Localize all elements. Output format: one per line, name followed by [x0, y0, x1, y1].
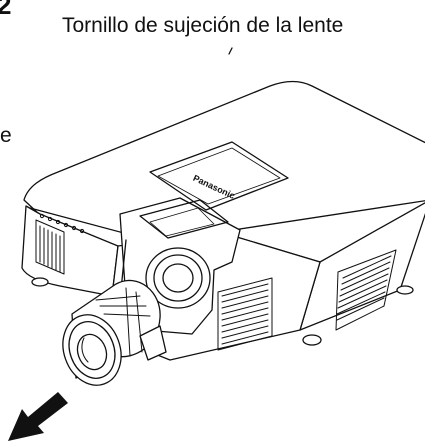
- lens-cover-plate: Panasonic: [149, 141, 289, 211]
- front-vent-right: [217, 277, 273, 351]
- removal-arrow: [8, 392, 68, 441]
- indicator-leds: [39, 213, 85, 234]
- lens-screw-caption: Tornillo de sujeción de la lente: [62, 14, 344, 37]
- side-vent: [335, 249, 397, 331]
- front-vent-left: [35, 219, 65, 275]
- lens-unit: [62, 279, 167, 386]
- caption-leader-line: [228, 47, 233, 55]
- projector-feet: [31, 277, 414, 346]
- step-number: 2: [0, 0, 12, 20]
- cropped-side-text: e: [0, 124, 12, 147]
